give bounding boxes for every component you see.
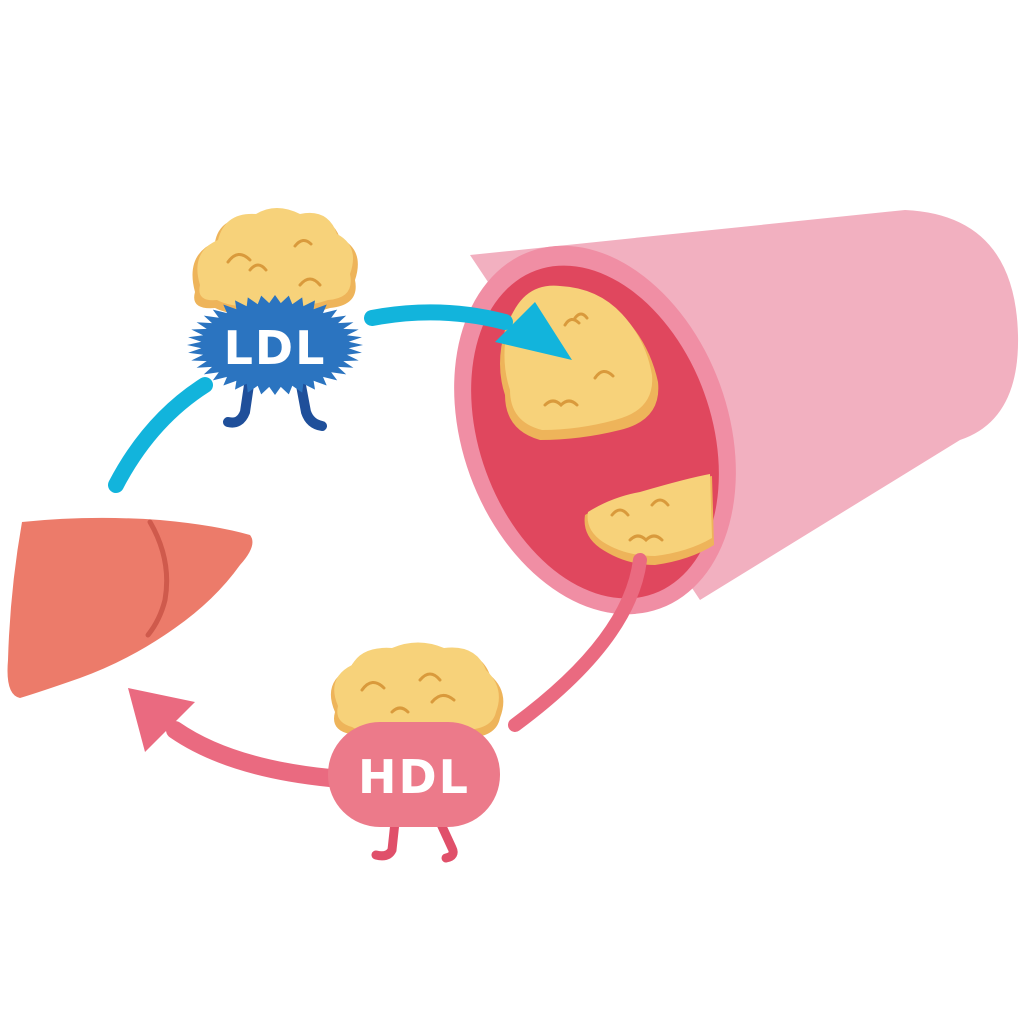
arrowhead-icon [495, 302, 572, 360]
hdl-transport-path [128, 553, 647, 787]
cholesterol-cloud [192, 208, 358, 315]
plaque-deposit [584, 474, 714, 565]
arrowhead-icon [128, 688, 195, 752]
cholesterol-cloud [330, 642, 504, 743]
ldl-body [187, 295, 363, 395]
ldl-transport-path [108, 302, 572, 493]
liver [7, 517, 253, 698]
blood-vessel [454, 210, 1019, 615]
hdl-body [328, 722, 500, 827]
ldl-label: LDL [224, 321, 327, 375]
ldl-character: LDL [187, 208, 363, 431]
hdl-label: HDL [358, 750, 470, 804]
hdl-character: HDL [328, 642, 504, 863]
